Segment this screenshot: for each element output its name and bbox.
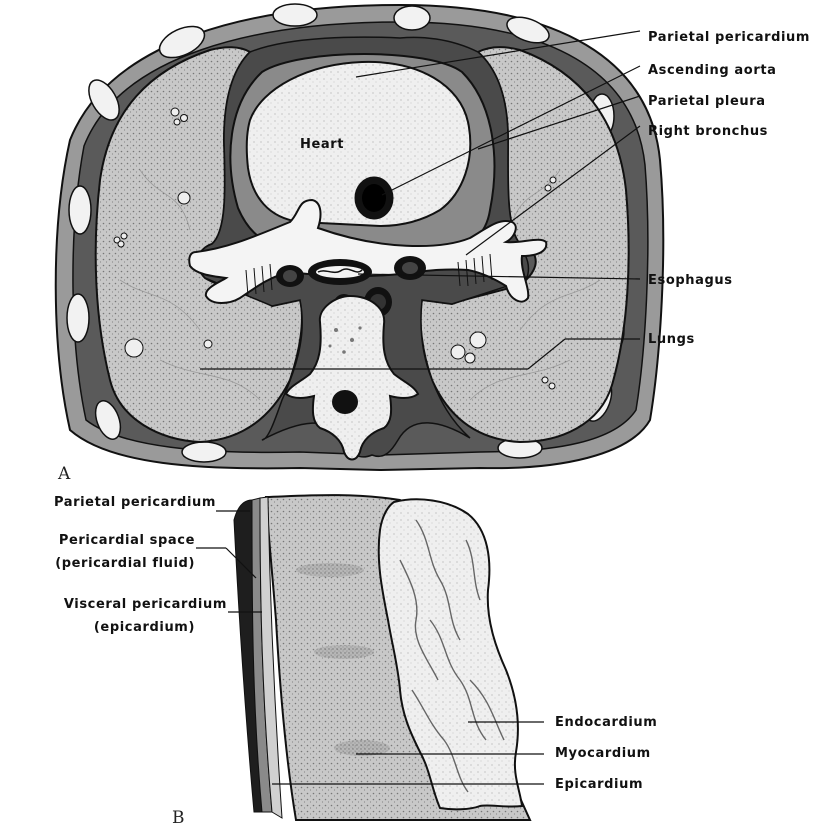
label-ascending-aorta: Ascending aorta (648, 62, 777, 79)
label-visceral-pericardium: Visceral pericardium (64, 596, 227, 613)
heart-wall-layers (196, 495, 544, 820)
thorax-cross-section (56, 4, 664, 470)
label-endocardium: Endocardium (555, 714, 657, 731)
label-right-bronchus: Right bronchus (648, 123, 768, 140)
label-parietal-pleura: Parietal pleura (648, 93, 766, 110)
label-lungs: Lungs (648, 331, 695, 348)
label-pericardial-fluid: (pericardial fluid) (55, 555, 195, 572)
panel-b-letter: B (172, 808, 185, 828)
esophagus (308, 259, 372, 285)
panel-a-letter: A (58, 464, 70, 484)
label-parietal-pericardium-a: Parietal pericardium (648, 29, 810, 46)
spinal-canal (332, 390, 358, 414)
label-pericardial-space: Pericardial space (59, 532, 195, 549)
label-epicardium-paren: (epicardium) (94, 619, 195, 636)
label-parietal-pericardium-b: Parietal pericardium (54, 494, 216, 511)
label-epicardium: Epicardium (555, 776, 643, 793)
heart-label: Heart (300, 136, 344, 153)
label-myocardium: Myocardium (555, 745, 651, 762)
label-esophagus: Esophagus (648, 272, 733, 289)
